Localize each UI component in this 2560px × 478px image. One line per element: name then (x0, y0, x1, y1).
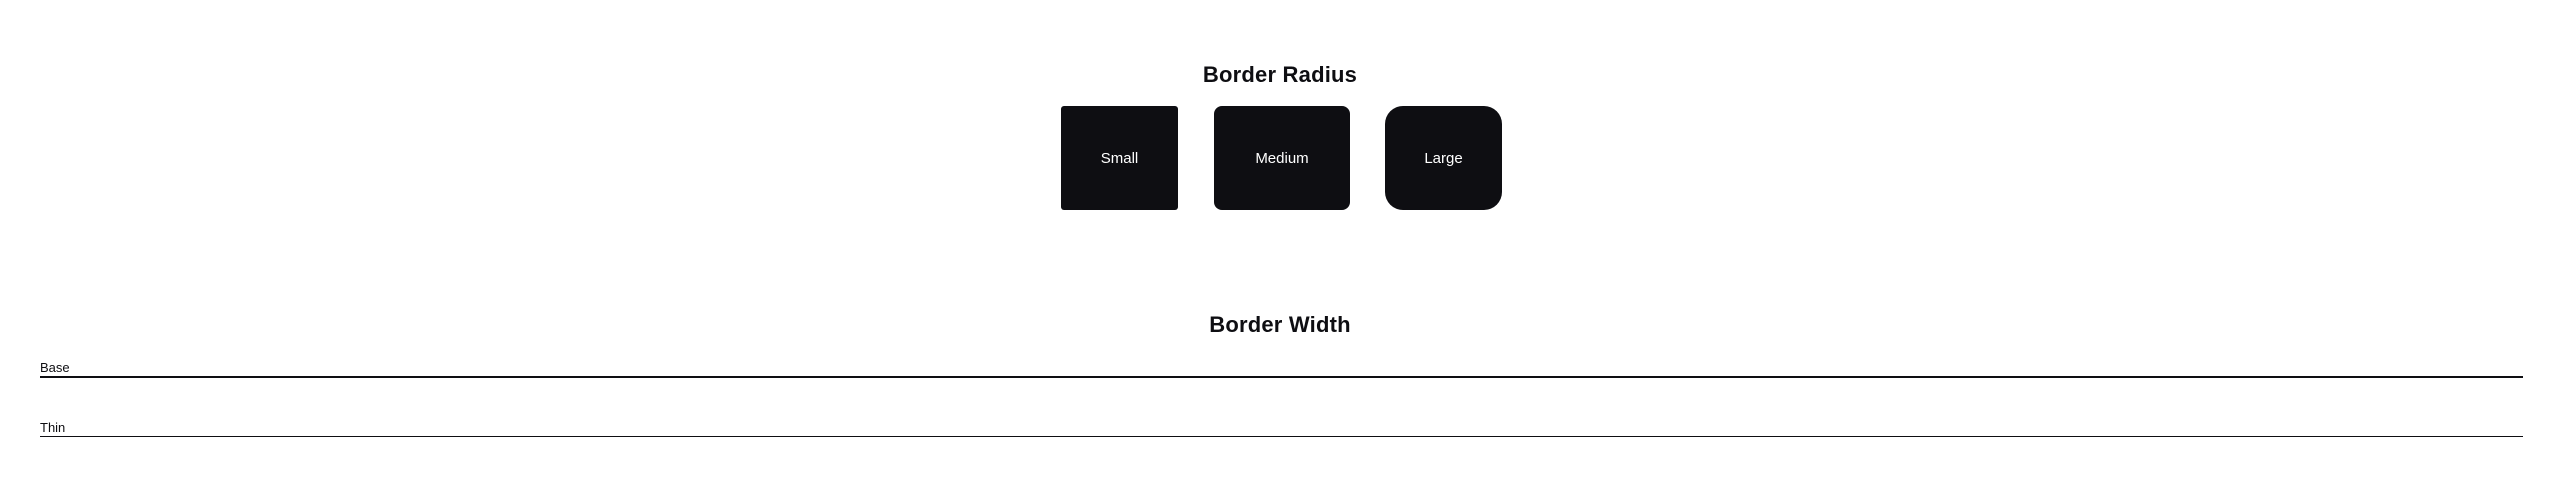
radius-small-tile: Small (1061, 106, 1178, 210)
radius-medium-tile: Medium (1214, 106, 1350, 210)
border-radius-title: Border Radius (1202, 62, 1358, 88)
border-width-base-sample: Base (40, 361, 2523, 378)
border-radius-samples: Small Medium Large (0, 106, 2560, 210)
border-width-title: Border Width (1209, 312, 1351, 338)
radius-large-tile: Large (1385, 106, 1502, 210)
border-width-thin-sample: Thin (40, 421, 2523, 437)
